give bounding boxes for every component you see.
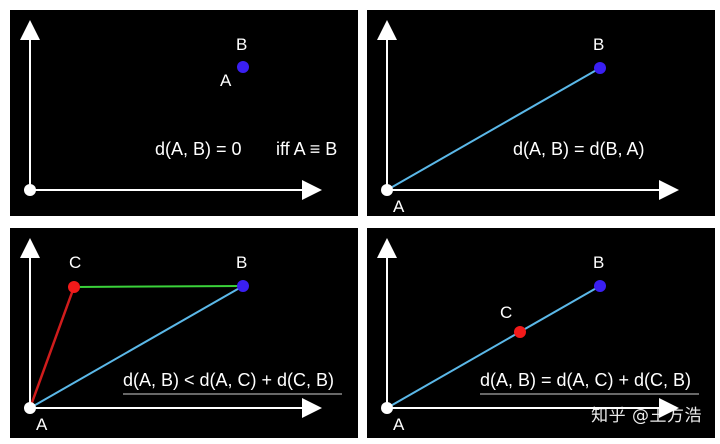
line-ac — [28, 286, 76, 409]
origin-point — [24, 184, 36, 196]
panel-identity: B A d(A, B) = 0 iff A ≡ B — [10, 10, 358, 216]
point-c — [514, 326, 526, 338]
point-b — [594, 280, 606, 292]
label-b: B — [236, 35, 247, 54]
origin-point — [381, 402, 393, 414]
label-a: A — [220, 71, 232, 90]
label-c: C — [69, 253, 81, 272]
formula: d(A, B) < d(A, C) + d(C, B) — [123, 370, 334, 390]
line-ab — [386, 67, 601, 191]
origin-point — [24, 402, 36, 414]
label-b: B — [593, 253, 604, 272]
line-cb — [73, 285, 244, 288]
label-a: A — [393, 415, 405, 434]
point-b — [594, 62, 606, 74]
panel-symmetry: B A d(A, B) = d(B, A) — [367, 10, 715, 216]
panel-collinear-equality: B C A d(A, B) = d(A, C) + d(C, B) — [367, 228, 715, 438]
watermark: 知乎 @王方浩 — [591, 406, 702, 426]
formula: d(A, B) = 0 — [155, 139, 242, 159]
label-a: A — [393, 197, 405, 216]
formula: d(A, B) = d(B, A) — [513, 139, 645, 159]
label-c: C — [500, 303, 512, 322]
formula: d(A, B) = d(A, C) + d(C, B) — [480, 370, 691, 390]
line-ab — [29, 285, 244, 409]
condition: iff A ≡ B — [276, 139, 337, 159]
point-c — [68, 281, 80, 293]
label-a: A — [36, 415, 48, 434]
panel-triangle-inequality: C B A d(A, B) < d(A, C) + d(C, B) — [10, 228, 358, 438]
point-b — [237, 61, 249, 73]
origin-point — [381, 184, 393, 196]
line-ab — [386, 285, 601, 409]
point-b — [237, 280, 249, 292]
label-b: B — [593, 35, 604, 54]
label-b: B — [236, 253, 247, 272]
